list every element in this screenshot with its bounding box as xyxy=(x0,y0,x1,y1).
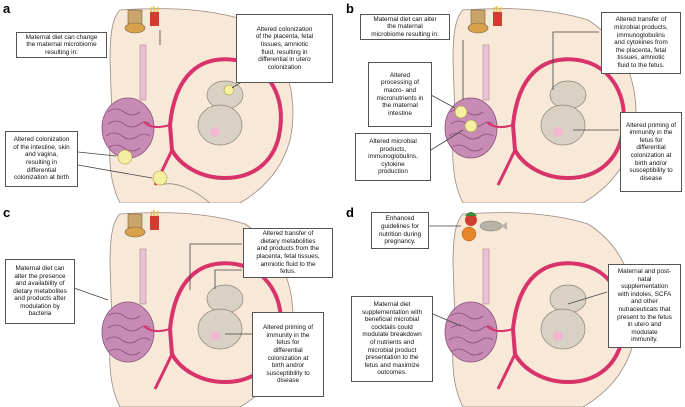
panel-letter: a xyxy=(3,1,11,16)
intestines xyxy=(444,301,498,363)
intestines xyxy=(101,301,155,363)
fetus xyxy=(197,80,244,146)
panel-c: c Altered transfer of dietary metaboliti… xyxy=(0,204,342,407)
food-icons xyxy=(124,6,159,34)
panel-letter: b xyxy=(346,1,354,16)
nutrition-guidelines-box: Enhanced guidelines for nutrition during… xyxy=(371,212,429,249)
dietary-transfer-box: Altered transfer of dietary metabolities… xyxy=(243,228,333,278)
metabolite-availability-box: Maternal diet can alter the presence and… xyxy=(5,259,75,324)
callout-arrows xyxy=(73,243,252,335)
microbe-clusters xyxy=(454,105,478,133)
callout-arrows xyxy=(430,31,619,151)
microbe-clusters xyxy=(117,84,235,186)
diet-alter-box: Maternal diet can alter the maternal mic… xyxy=(360,14,450,40)
supplementation-box: Maternal and post- natal supplementation… xyxy=(608,264,681,348)
immune-priming-box: Altered priming of immunity in the fetus… xyxy=(620,112,682,192)
microbial-transfer-box: Altered transfer of microbial products, … xyxy=(601,12,681,74)
panel-d: d Enhanced guidelines for nutrition duri… xyxy=(343,204,685,407)
callout-arrows xyxy=(429,225,608,327)
fetus xyxy=(540,80,587,146)
nutrient-processing-box: Altered processing of macro- and micronu… xyxy=(368,62,432,127)
esophagus xyxy=(482,44,490,101)
immune-priming-box: Altered priming of immunity in the fetus… xyxy=(252,312,324,397)
in-utero-colonization-box: Altered colonization of the placenta, fe… xyxy=(236,14,333,83)
fetus xyxy=(197,284,244,350)
food-icons xyxy=(124,210,159,238)
fetus xyxy=(540,284,587,350)
panel-b: b Maternal diet can alter the maternal m… xyxy=(343,0,685,203)
microbial-products-box: Altered microbial products, immunoglobul… xyxy=(355,133,431,181)
anatomy-illustration xyxy=(429,212,637,407)
panel-a: a Maternal diet can change the maternal … xyxy=(0,0,342,203)
esophagus xyxy=(139,44,147,101)
food-icons xyxy=(467,6,502,34)
healthy-food-icons xyxy=(461,212,507,242)
esophagus xyxy=(482,248,490,305)
intestines xyxy=(101,97,155,159)
esophagus xyxy=(139,248,147,305)
panel-letter: d xyxy=(346,205,354,220)
birth-colonization-box: Altered colonization of the intestine, s… xyxy=(5,131,78,187)
diet-change-box: Maternal diet can change the maternal mi… xyxy=(16,32,107,58)
panel-letter: c xyxy=(3,205,11,220)
microbial-cocktails-box: Maternal diet supplementation with benef… xyxy=(351,296,433,382)
